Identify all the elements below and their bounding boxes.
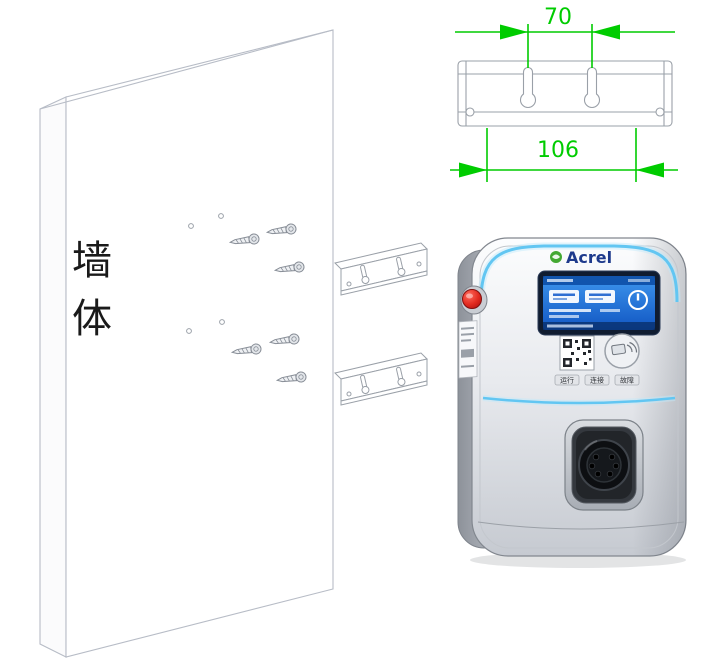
dimension-arrow (592, 24, 620, 40)
accent-arc (479, 244, 679, 303)
dimension-arrow (500, 24, 528, 40)
brand-text: Acrel (566, 248, 612, 267)
wall (39, 29, 334, 658)
dimension-70-label: 70 (544, 5, 572, 30)
dimension-70: 70 (455, 5, 675, 68)
dimension-106: 106 (450, 128, 678, 182)
indicator-row: 运行 连接 故障 (554, 374, 640, 386)
socket-pin (594, 470, 602, 478)
indicator-fault: 故障 (614, 374, 640, 386)
wall-label: 墙体 (72, 238, 112, 341)
mounting-bracket (334, 352, 428, 406)
card-icon (611, 343, 626, 356)
socket-pin (588, 462, 596, 470)
bracket-dimension-drawing: 70 106 (450, 5, 678, 182)
screen-status-icon (628, 290, 648, 310)
wall-hole (188, 223, 194, 229)
emergency-stop-button (460, 285, 488, 315)
dimension-106-label: 106 (537, 138, 579, 163)
mounting-hole (655, 107, 665, 117)
wall-hole (186, 328, 192, 334)
ev-charger: Acrel (457, 237, 687, 568)
mounting-bracket (334, 242, 428, 296)
socket-pin (612, 462, 620, 470)
dimension-arrow (636, 162, 664, 178)
socket-pin (592, 453, 600, 461)
bottom-seam (477, 521, 685, 530)
svg-text:故障: 故障 (620, 376, 634, 385)
brand-logo: Acrel (550, 248, 612, 267)
rfid-reader (604, 333, 640, 369)
socket-pin (608, 453, 616, 461)
dimension-arrow (459, 162, 487, 178)
svg-text:运行: 运行 (560, 376, 574, 385)
wall-front-face (65, 29, 334, 658)
display-screen (537, 270, 661, 336)
wall-holes (186, 213, 225, 334)
svg-text:连接: 连接 (590, 376, 604, 385)
indicator-run: 运行 (554, 374, 580, 386)
side-label (458, 320, 478, 379)
screen-info-box (549, 290, 579, 303)
screen-info-box (585, 290, 615, 303)
wall-hole (218, 213, 224, 219)
indicator-connect: 连接 (584, 374, 610, 386)
charging-socket (564, 419, 644, 511)
qr-code (559, 335, 595, 371)
wall-side-face (39, 96, 67, 658)
contactless-waves-icon (626, 344, 633, 353)
wall-hole (219, 319, 225, 325)
accent-light-bar (482, 396, 676, 405)
mounting-hole (465, 107, 475, 117)
socket-pin (606, 470, 614, 478)
